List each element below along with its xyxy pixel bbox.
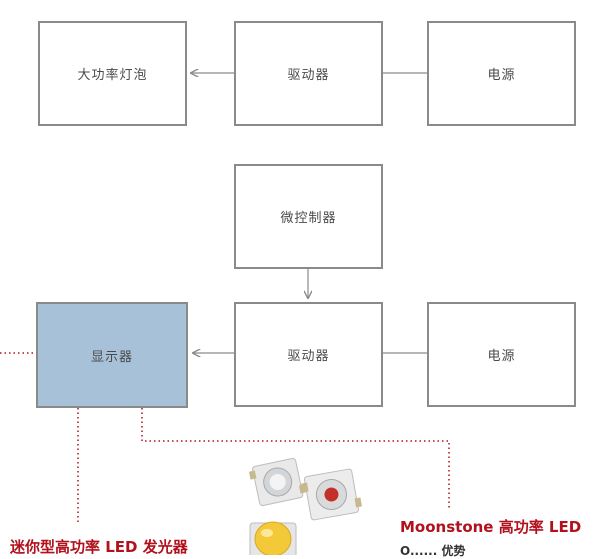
led-package-right	[301, 468, 362, 521]
led-package-front	[249, 521, 297, 555]
left-caption: 迷你型高功率 LED 发光器	[10, 538, 188, 556]
microcontroller-label: 微控制器	[280, 211, 337, 226]
driver-box-top: 驱动器	[234, 21, 383, 126]
leader-to-right-caption	[141, 408, 450, 510]
display-box: 显示器	[36, 302, 188, 408]
led-package-back	[248, 457, 307, 507]
power-label-bottom: 电源	[487, 349, 516, 364]
high-power-bulb-label: 大功率灯泡	[77, 68, 148, 83]
power-box-top: 电源	[427, 21, 576, 126]
driver-label-bottom: 驱动器	[287, 349, 330, 364]
power-label-top: 电源	[487, 68, 516, 83]
microcontroller-box: 微控制器	[234, 164, 383, 269]
display-label: 显示器	[90, 349, 133, 365]
high-power-bulb-box: 大功率灯泡	[38, 21, 187, 126]
power-box-bottom: 电源	[427, 302, 576, 407]
driver-box-bottom: 驱动器	[234, 302, 383, 407]
led-product-image	[248, 457, 362, 555]
right-subcaption: O...... 优势	[400, 544, 466, 558]
driver-label-top: 驱动器	[287, 68, 330, 83]
right-caption: Moonstone 高功率 LED	[400, 518, 582, 536]
